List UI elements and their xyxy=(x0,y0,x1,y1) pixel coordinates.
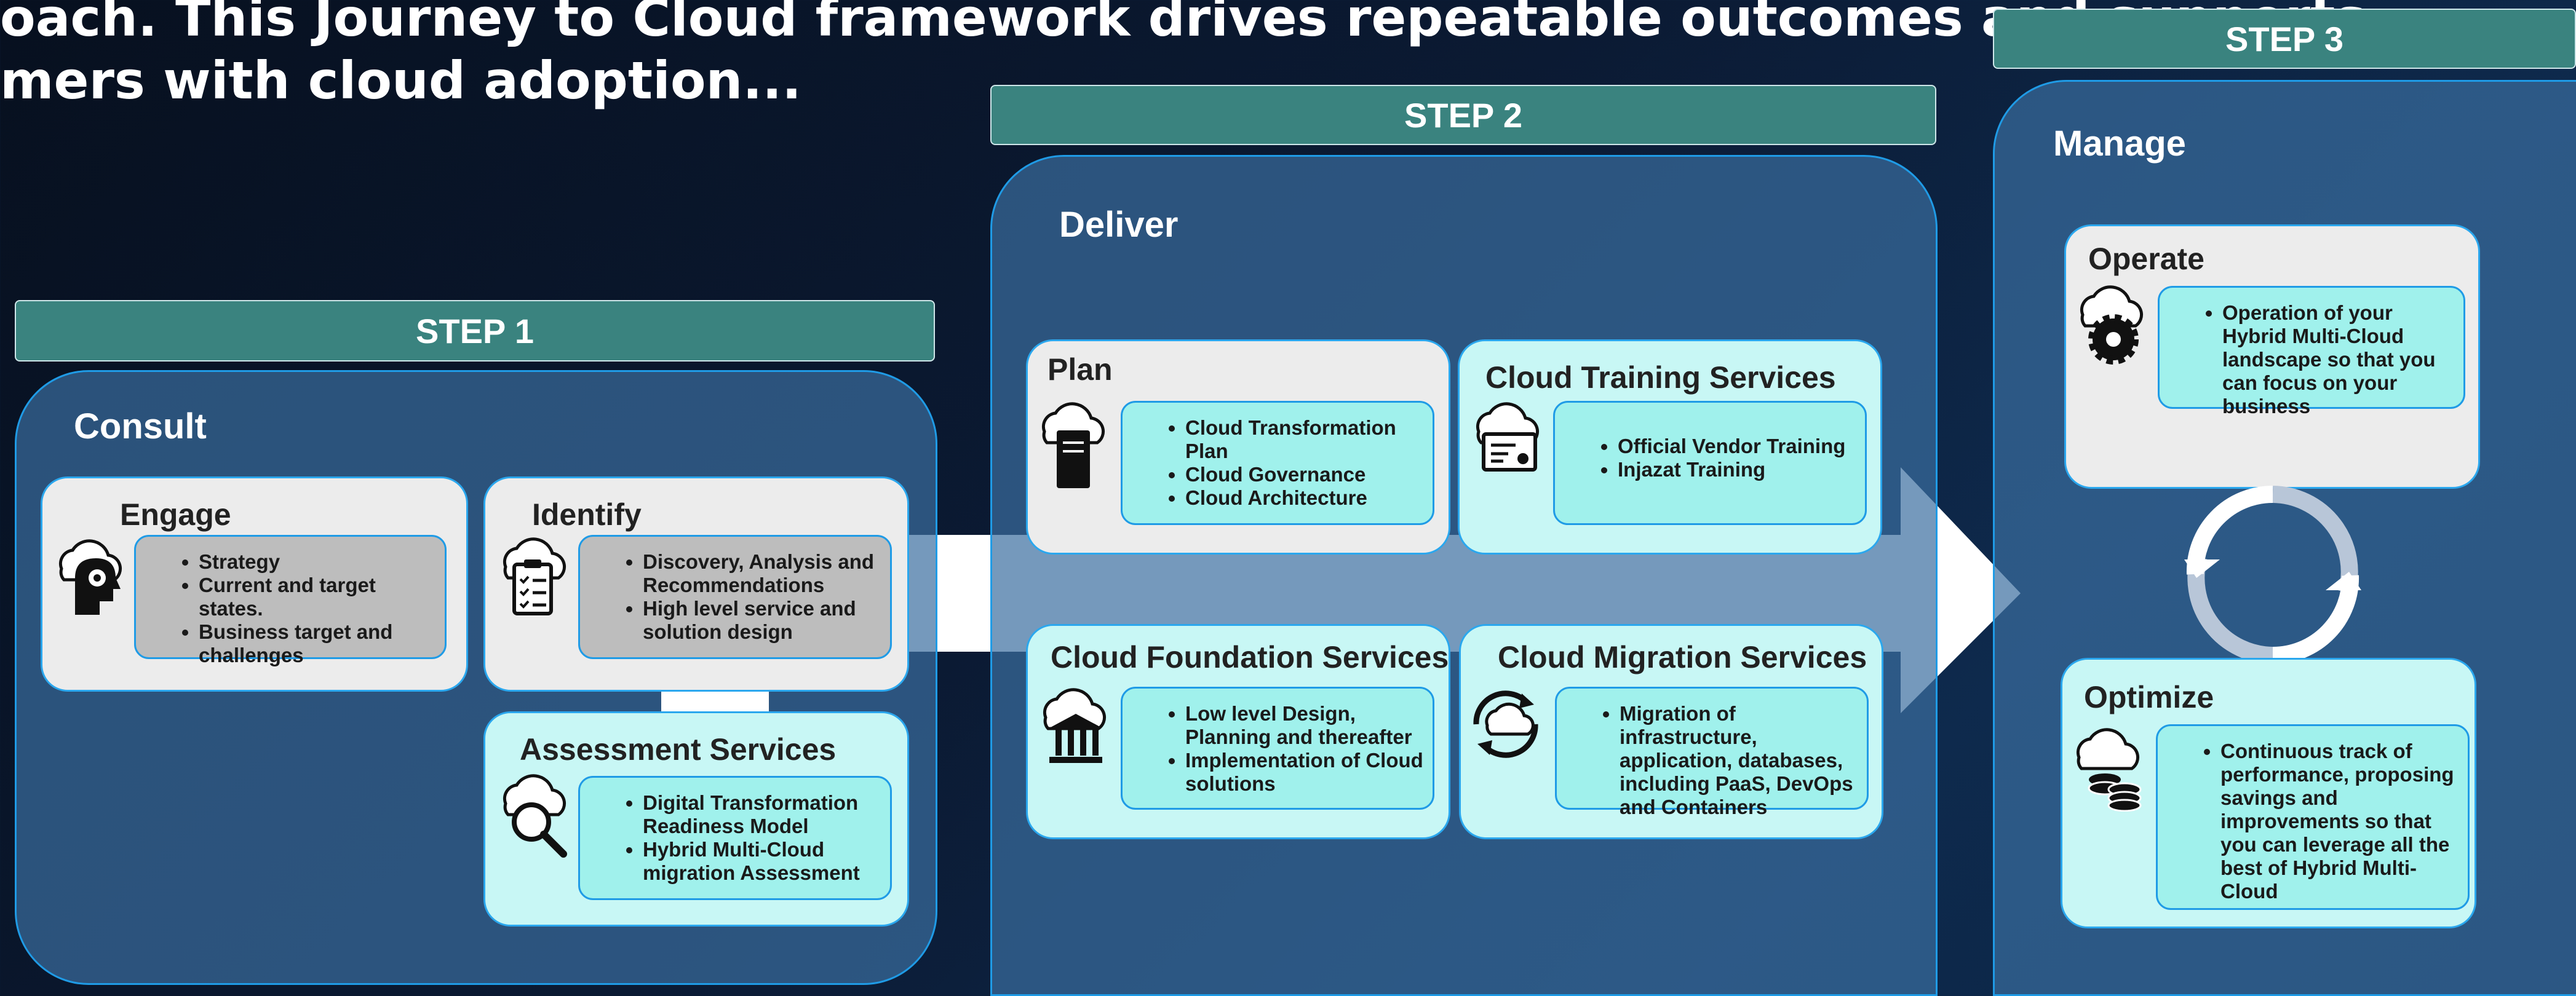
foundation-item-2: Implementation of Cloud solutions xyxy=(1185,749,1424,796)
foundation-item-1: Low level Design, Planning and thereafte… xyxy=(1185,702,1424,749)
cloud-bank-icon xyxy=(1036,686,1116,772)
deliver-panel xyxy=(990,155,1938,996)
cloud-certificate-icon xyxy=(1469,400,1549,480)
plan-details: Cloud Transformation Plan Cloud Governan… xyxy=(1121,401,1434,525)
cloud-refresh-icon xyxy=(1463,681,1549,767)
identify-item-1: Discovery, Analysis and Recommendations xyxy=(643,550,881,597)
plan-item-3: Cloud Architecture xyxy=(1185,486,1424,510)
identify-item-2: High level service and solution design xyxy=(643,597,881,644)
deliver-title: Deliver xyxy=(1059,205,1179,245)
identify-details: Discovery, Analysis and Recommendations … xyxy=(578,535,892,659)
step-2-bar: STEP 2 xyxy=(990,85,1936,145)
consult-title: Consult xyxy=(74,406,207,446)
headline-line-1: oach. This Journey to Cloud framework dr… xyxy=(0,0,2366,48)
engage-title: Engage xyxy=(120,497,231,532)
engage-item-3: Business target and challenges xyxy=(199,620,436,667)
migration-item-1: Migration of infrastructure, application… xyxy=(1620,702,1858,819)
cloud-coins-icon xyxy=(2069,725,2155,812)
assessment-item-2: Hybrid Multi-Cloud migration Assessment xyxy=(643,838,881,885)
headline: oach. This Journey to Cloud framework dr… xyxy=(0,0,2366,112)
foundation-details: Low level Design, Planning and thereafte… xyxy=(1121,687,1434,810)
manage-title: Manage xyxy=(2053,124,2186,164)
training-item-1: Official Vendor Training xyxy=(1618,435,1856,458)
cloud-clipboard-icon xyxy=(496,535,576,621)
cloud-gear-icon xyxy=(2073,283,2153,369)
migration-details: Migration of infrastructure, application… xyxy=(1555,687,1869,818)
migration-title: Cloud Migration Services xyxy=(1498,640,1867,674)
optimize-item-1: Continuous track of performance, proposi… xyxy=(2220,740,2459,903)
headline-line-2: mers with cloud adoption... xyxy=(0,50,802,111)
operate-item-1: Operation of your Hybrid Multi-Cloud lan… xyxy=(2222,301,2455,418)
optimize-details: Continuous track of performance, proposi… xyxy=(2156,724,2470,910)
training-item-2: Injazat Training xyxy=(1618,458,1856,481)
cycle-arrows-icon xyxy=(2162,486,2383,664)
assessment-details: Digital Transformation Readiness Model H… xyxy=(578,776,892,900)
assessment-item-1: Digital Transformation Readiness Model xyxy=(643,791,881,838)
optimize-title: Optimize xyxy=(2084,680,2214,714)
engage-item-2: Current and target states. xyxy=(199,574,436,620)
plan-title: Plan xyxy=(1047,352,1113,387)
operate-details: Operation of your Hybrid Multi-Cloud lan… xyxy=(2158,286,2465,417)
engage-details: Strategy Current and target states. Busi… xyxy=(134,535,447,666)
identify-assessment-connector xyxy=(661,689,769,713)
cloud-magnifier-icon xyxy=(496,772,576,858)
cloud-document-icon xyxy=(1035,400,1115,492)
foundation-title: Cloud Foundation Services xyxy=(1051,640,1449,674)
training-details: Official Vendor Training Injazat Trainin… xyxy=(1553,401,1867,525)
assessment-title: Assessment Services xyxy=(520,732,837,767)
plan-item-2: Cloud Governance xyxy=(1185,463,1424,486)
plan-item-1: Cloud Transformation Plan xyxy=(1185,416,1424,463)
step-1-bar: STEP 1 xyxy=(15,300,935,362)
identify-title: Identify xyxy=(532,497,642,532)
cloud-head-gear-icon xyxy=(49,535,129,621)
operate-title: Operate xyxy=(2088,242,2204,276)
training-title: Cloud Training Services xyxy=(1485,360,1836,395)
step-3-bar: STEP 3 xyxy=(1993,9,2576,69)
engage-item-1: Strategy xyxy=(199,550,436,574)
